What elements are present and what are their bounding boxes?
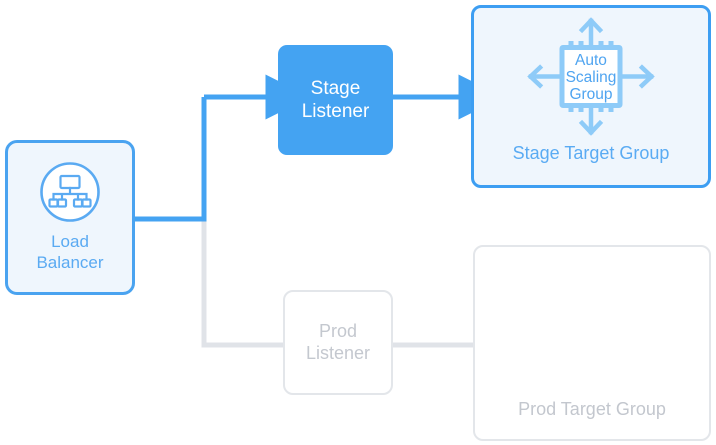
node-stage-listener[interactable]: Stage Listener bbox=[278, 45, 393, 155]
load-balancer-hierarchy-icon bbox=[39, 161, 101, 223]
load-balancer-label-line2: Balancer bbox=[36, 253, 104, 272]
node-prod-listener[interactable]: Prod Listener bbox=[283, 290, 393, 395]
auto-scaling-group-label-line1: Auto bbox=[575, 52, 607, 69]
auto-scaling-group-label-line2: Scaling bbox=[566, 69, 617, 86]
prod-target-group-label: Prod Target Group bbox=[518, 399, 666, 420]
auto-scaling-group-label-line3: Group bbox=[569, 86, 612, 103]
node-load-balancer[interactable]: Load Balancer bbox=[5, 140, 135, 295]
node-prod-target-group[interactable]: Prod Target Group bbox=[473, 245, 711, 441]
cpu-chip-icon: Auto Scaling Group bbox=[527, 17, 655, 136]
connector-load-balancer-to-trunk bbox=[135, 97, 207, 222]
load-balancer-label-line1: Load bbox=[51, 232, 89, 252]
prod-listener-label-line2: Listener bbox=[305, 342, 371, 363]
auto-scaling-group-icon-wrap: Auto Scaling Group bbox=[516, 14, 666, 139]
prod-listener-label: Prod Listener bbox=[306, 321, 370, 365]
stage-listener-label-line2: Listener bbox=[301, 101, 370, 122]
node-stage-target-group[interactable]: Auto Scaling Group Stage Target Group bbox=[471, 5, 711, 188]
stage-listener-label-line1: Stage bbox=[310, 77, 361, 99]
stage-listener-label: Stage Listener bbox=[302, 77, 370, 123]
stage-target-group-label: Stage Target Group bbox=[512, 143, 670, 163]
load-balancer-label: Load Balancer bbox=[36, 232, 103, 273]
connector-trunk-to-prod-listener bbox=[201, 219, 283, 348]
prod-listener-label-line1: Prod bbox=[318, 320, 357, 341]
